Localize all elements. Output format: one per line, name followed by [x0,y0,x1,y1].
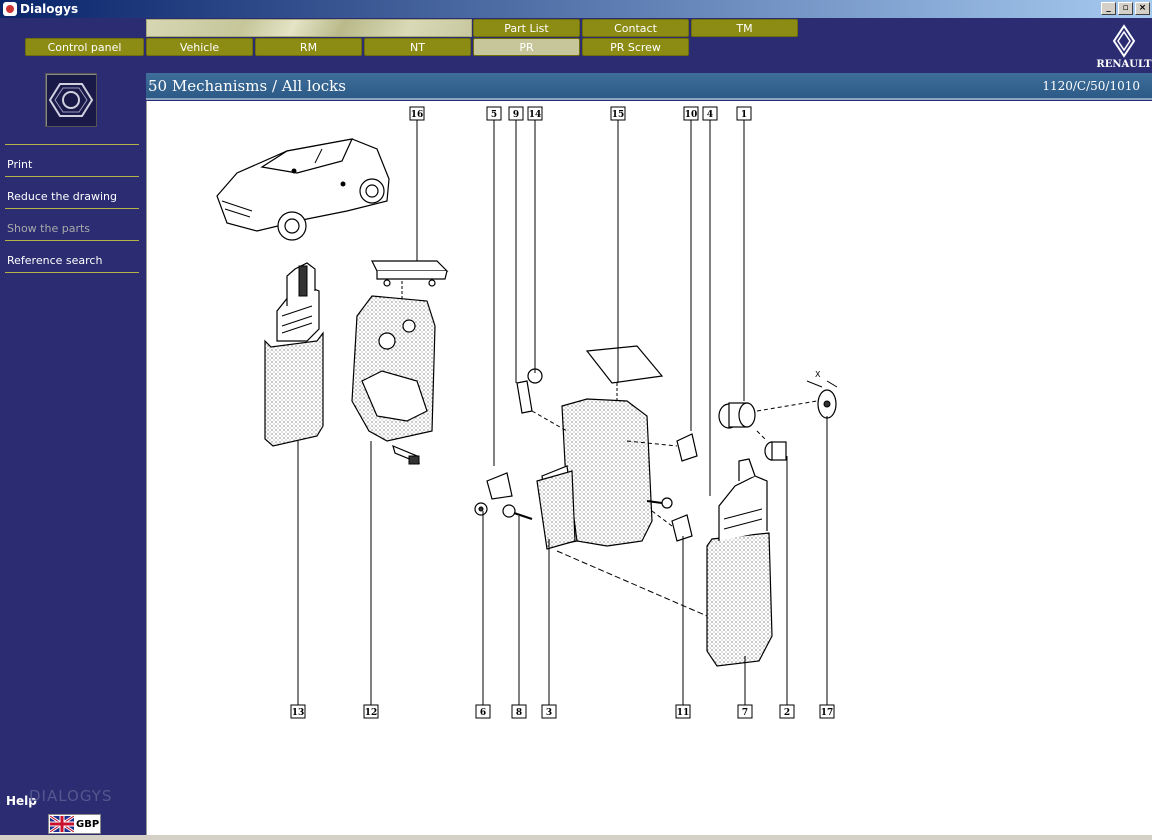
callout-label: 11 [677,708,690,718]
renault-logo: RENAULT [1096,24,1152,70]
actuator-13[interactable] [264,262,324,447]
callout-label: 9 [513,110,519,120]
callout-6[interactable]: 6 [475,511,491,719]
callout-11[interactable]: 11 [675,536,691,719]
header-banner-image [146,19,472,37]
sidebar-item-show-parts: Show the parts [5,208,139,240]
renault-diamond-icon [1112,24,1136,58]
callout-15[interactable]: 15 [610,106,626,383]
screw-6[interactable] [474,502,488,516]
callout-label: 12 [365,708,378,718]
car-illustration [216,138,390,241]
callout-label: 13 [292,708,305,718]
callout-3[interactable]: 3 [541,539,557,719]
app-icon [3,2,17,16]
cover-16[interactable] [371,260,449,299]
nut-category-icon [45,73,97,127]
callout-label: 17 [821,708,834,718]
callout-layer: 16 5 9 14 15 10 4 1 13 12 6 8 3 11 7 2 17 [290,106,835,719]
cylinder-1[interactable] [718,402,756,429]
sidebar-divider [5,272,139,273]
lock-12[interactable] [351,295,436,465]
callout-8[interactable]: 8 [511,516,527,719]
brand-name: RENAULT [1096,59,1152,70]
actuator-7[interactable] [706,458,773,667]
callout-label: 15 [612,110,625,120]
central-lock-assembly[interactable] [486,345,698,550]
washer-17[interactable]: X [756,370,838,442]
language-selector[interactable]: GBP [48,814,101,834]
nav-pr-screw[interactable]: PR Screw [582,38,689,56]
drawing-canvas[interactable]: X 16 5 9 14 15 10 4 1 13 12 6 8 3 11 7 2 17 [146,101,1152,835]
sidebar-item-print[interactable]: Print [5,144,139,176]
callout-14[interactable]: 14 [527,106,543,373]
screw-8[interactable] [502,504,533,520]
help-link[interactable]: Help [6,794,37,808]
window-titlebar: Dialogys _ ▫ × [0,0,1152,18]
callout-label: 5 [491,110,497,120]
dialogys-watermark: DIALOGYS [29,787,113,805]
nav-tm[interactable]: TM [691,19,798,37]
nav-control-panel[interactable]: Control panel [25,38,144,56]
callout-17[interactable]: 17 [819,416,835,719]
sidebar-item-reference-search[interactable]: Reference search [5,240,139,272]
callout-label: 10 [685,110,698,120]
nav-nt[interactable]: NT [364,38,471,56]
callout-13[interactable]: 13 [290,441,306,719]
nav-part-list[interactable]: Part List [473,19,580,37]
callout-12[interactable]: 12 [363,441,379,719]
nav-pr[interactable]: PR [473,38,580,56]
currency-label: GBP [76,818,100,830]
sidebar: Print Reduce the drawing Show the parts … [0,73,146,840]
exploded-lock-diagram[interactable]: X 16 5 9 14 15 10 4 1 13 12 6 8 3 11 7 2 17 [147,101,1152,835]
window-title: Dialogys [20,2,79,16]
callout-9[interactable]: 9 [508,106,524,383]
app-header: Part List Contact TM Control panel Vehic… [0,18,1152,73]
callout-1[interactable]: 1 [736,106,752,401]
dimension-x-label: X [815,370,821,379]
callout-label: 7 [742,708,748,718]
status-bar [0,835,1152,840]
callout-label: 3 [546,708,552,718]
page-reference: 1120/C/50/1010 [1042,79,1140,93]
callout-4[interactable]: 4 [702,106,718,496]
callout-label: 16 [411,110,424,120]
uk-flag-icon [50,816,74,832]
page-title: 50 Mechanisms / All locks [148,77,346,95]
callout-7[interactable]: 7 [737,656,753,719]
callout-label: 6 [480,708,486,718]
callout-5[interactable]: 5 [486,106,502,466]
nav-vehicle[interactable]: Vehicle [146,38,253,56]
callout-label: 4 [707,110,713,120]
callout-label: 1 [741,110,747,120]
callout-label: 8 [516,708,522,718]
bush-2[interactable] [764,441,787,461]
nav-contact[interactable]: Contact [582,19,689,37]
nav-rm[interactable]: RM [255,38,362,56]
close-button[interactable]: × [1135,2,1150,15]
screw-4[interactable] [646,497,673,509]
assembly-line [556,550,708,617]
minimize-button[interactable]: _ [1101,2,1116,15]
page-header: 50 Mechanisms / All locks 1120/C/50/1010 [146,73,1152,100]
callout-2[interactable]: 2 [779,456,795,719]
sidebar-item-reduce-drawing[interactable]: Reduce the drawing [5,176,139,208]
callout-16[interactable]: 16 [409,106,425,261]
callout-label: 14 [529,110,542,120]
callout-10[interactable]: 10 [683,106,699,431]
maximize-button[interactable]: ▫ [1118,2,1133,15]
callout-label: 2 [784,708,790,718]
